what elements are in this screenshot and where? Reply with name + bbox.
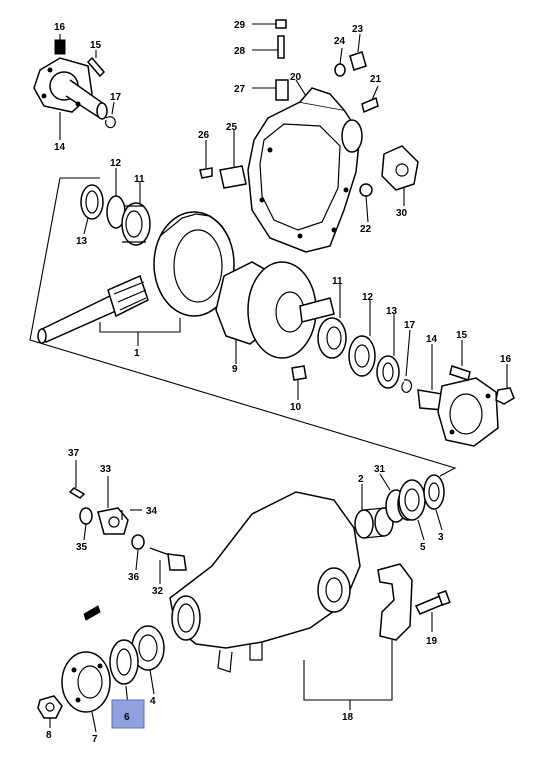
part-oil-seal-13-right[interactable] [376,355,400,389]
label-35[interactable]: 35 [76,542,88,553]
label-28[interactable]: 28 [234,46,246,57]
part-labels: 16 15 17 14 12 11 13 1 9 10 29 28 27 20 … [46,20,512,745]
label-11-right[interactable]: 11 [332,276,343,287]
part-clip-17-upper[interactable] [105,116,116,129]
part-filler-plug-23[interactable] [349,51,367,71]
label-12-right[interactable]: 12 [362,292,374,303]
label-6[interactable]: 6 [124,712,130,723]
part-bearing-11-upper[interactable] [121,202,151,246]
label-18[interactable]: 18 [342,712,354,723]
part-bolt-21[interactable] [361,96,379,114]
part-rear-axle-housing-18[interactable] [169,491,361,673]
label-21[interactable]: 21 [370,74,382,85]
part-bearing-5[interactable] [398,479,426,521]
part-speed-sensor-33[interactable] [97,507,129,535]
label-17[interactable]: 17 [110,92,122,103]
part-bearing-11-right[interactable] [317,317,347,359]
part-oil-seal-13-upper[interactable] [80,184,104,220]
label-24[interactable]: 24 [334,36,346,47]
highlight-box-part-6 [111,699,145,729]
label-22[interactable]: 22 [360,224,372,235]
part-o-ring-35[interactable] [79,507,93,525]
label-11[interactable]: 11 [134,174,145,185]
label-15-right[interactable]: 15 [456,330,468,341]
label-16[interactable]: 16 [54,22,66,33]
label-1[interactable]: 1 [134,348,140,359]
label-37[interactable]: 37 [68,448,80,459]
part-plug-22[interactable] [359,183,373,197]
part-differential-carrier-20[interactable] [247,87,363,253]
label-13[interactable]: 13 [76,236,88,247]
part-rubber-mount-30[interactable] [381,145,419,191]
part-breather-pipe-28[interactable] [277,35,285,59]
label-16-right[interactable]: 16 [500,354,512,365]
label-23[interactable]: 23 [352,24,364,35]
label-10[interactable]: 10 [290,402,302,413]
part-gasket-24[interactable] [334,63,346,77]
label-8[interactable]: 8 [46,730,52,741]
part-bracket-18[interactable] [377,563,413,641]
label-7[interactable]: 7 [92,734,98,745]
part-bolt-15-upper[interactable] [86,56,106,78]
leader-lines [29,23,508,733]
part-drain-plug-32[interactable] [149,547,187,571]
label-32[interactable]: 32 [152,586,164,597]
part-bolt-37[interactable] [68,487,86,499]
label-33[interactable]: 33 [100,464,112,475]
label-9[interactable]: 9 [232,364,238,375]
label-3[interactable]: 3 [438,532,444,543]
label-14-right[interactable]: 14 [426,334,438,345]
label-14[interactable]: 14 [54,142,66,153]
label-30[interactable]: 30 [396,208,408,219]
part-companion-flange-upper[interactable] [33,39,108,120]
part-bolt-26[interactable] [199,167,213,179]
part-bolt-15-right[interactable] [449,365,471,381]
part-drive-pinion[interactable] [37,274,149,344]
part-cover-25[interactable] [219,165,247,189]
label-4[interactable]: 4 [150,696,156,707]
label-29[interactable]: 29 [234,20,246,31]
label-31[interactable]: 31 [374,464,386,475]
label-15[interactable]: 15 [90,40,102,51]
part-breather-hose-27[interactable] [275,79,289,101]
part-bolt-10[interactable] [291,365,307,381]
part-washer-small [83,605,101,621]
part-o-ring-36[interactable] [131,534,145,550]
part-side-flange-14-right[interactable] [417,377,499,447]
part-oil-seal-3[interactable] [423,474,445,510]
part-shim-12-right[interactable] [348,335,376,377]
part-nut-8[interactable] [37,695,63,719]
part-differential-case-9[interactable] [215,261,335,359]
label-13-right[interactable]: 13 [386,306,398,317]
label-20[interactable]: 20 [290,72,302,83]
label-2[interactable]: 2 [358,474,364,485]
label-17-right[interactable]: 17 [404,320,416,331]
label-5[interactable]: 5 [420,542,426,553]
label-27[interactable]: 27 [234,84,246,95]
part-breather-plug-29[interactable] [275,19,287,29]
part-flange-7[interactable] [61,651,111,713]
label-26[interactable]: 26 [198,130,210,141]
part-ring-gear[interactable] [153,211,235,317]
label-25[interactable]: 25 [226,122,238,133]
part-nut-16-right[interactable] [495,387,515,405]
label-12[interactable]: 12 [110,158,122,169]
label-19[interactable]: 19 [426,636,438,647]
label-34[interactable]: 34 [146,506,158,517]
label-36[interactable]: 36 [128,572,140,583]
part-clip-17-right[interactable] [401,379,413,393]
part-bearing-6[interactable] [109,639,139,685]
